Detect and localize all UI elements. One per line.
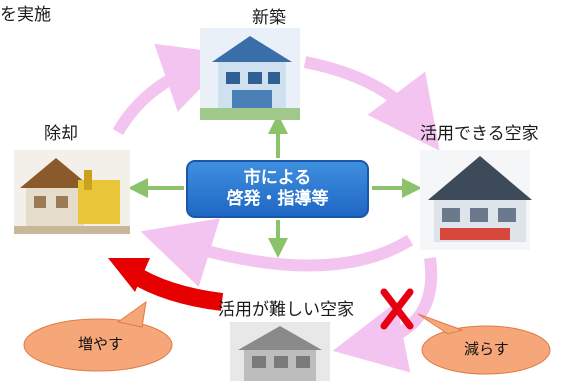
callout-increase-shape (23, 300, 173, 372)
red-arrow-hard-to-demolish (125, 264, 224, 311)
cycle-arrow-demolish-to-new (112, 43, 235, 136)
x-mark-icon (380, 288, 414, 330)
label-usable-vacant: 活用できる空家 (420, 124, 539, 144)
label-new-build: 新築 (252, 8, 286, 28)
house-usable-icon (420, 150, 532, 250)
red-arrowhead (108, 258, 150, 292)
house-hard-icon (230, 322, 330, 381)
house-new-icon (200, 28, 300, 120)
cycle-arrow-usable-to-mid (140, 218, 414, 288)
center-box-guidance: 市による 啓発・指導等 (186, 160, 369, 218)
callout-increase-label: 増やす (78, 335, 124, 353)
center-line-1: 市による (243, 167, 312, 188)
callout-decrease-label: 減らす (464, 340, 509, 358)
top-text-fragment: を実施 (0, 5, 51, 25)
label-hard-vacant: 活用が難しい空家 (218, 300, 354, 320)
cycle-arrow-new-to-usable (303, 56, 440, 151)
center-line-2: 啓発・指導等 (226, 189, 329, 209)
house-demolish-icon (14, 150, 130, 234)
label-demolish: 除却 (44, 124, 78, 144)
callout-decrease-shape (417, 313, 551, 375)
